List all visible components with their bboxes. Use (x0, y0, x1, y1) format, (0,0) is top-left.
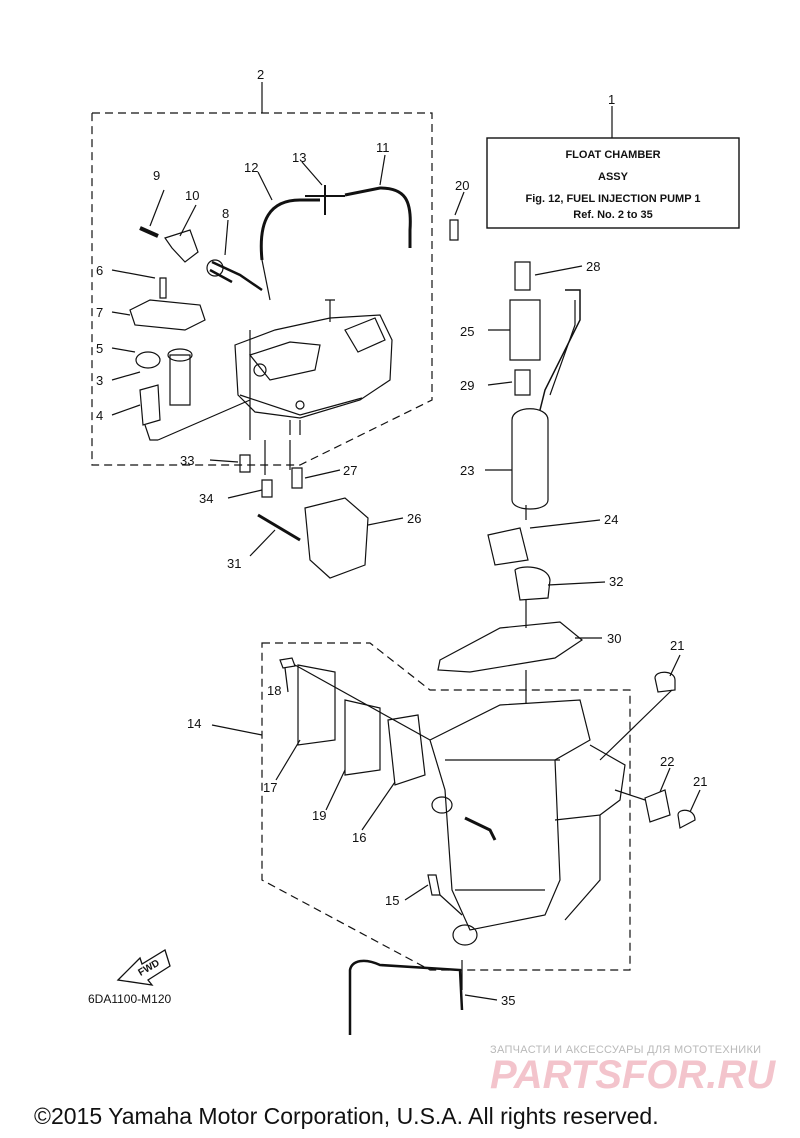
callout-14: 14 (187, 716, 201, 731)
callout-34: 34 (199, 491, 213, 506)
callout-16: 16 (352, 830, 366, 845)
part-21b (677, 809, 696, 829)
callout-23: 23 (460, 463, 474, 478)
callout-12: 12 (244, 160, 258, 175)
callout-7: 7 (96, 305, 103, 320)
callout-24: 24 (604, 512, 618, 527)
part-26 (304, 497, 369, 579)
copyright-notice: ©2015 Yamaha Motor Corporation, U.S.A. A… (34, 1103, 659, 1129)
callout-22: 22 (660, 754, 674, 769)
callout-19: 19 (312, 808, 326, 823)
callout-29: 29 (460, 378, 474, 393)
part-32 (514, 566, 551, 601)
part-6 (159, 277, 167, 299)
part-33 (239, 454, 251, 473)
part-23 (511, 408, 549, 510)
callout-25: 25 (460, 324, 474, 339)
float-chamber-cover (234, 299, 393, 435)
part-21a (654, 671, 676, 693)
callout-13: 13 (292, 150, 306, 165)
part-16 (387, 714, 426, 786)
callout-26: 26 (407, 511, 421, 526)
callout-33: 33 (180, 453, 194, 468)
part-28 (514, 261, 531, 291)
group-box-14 (261, 642, 631, 971)
part-9 (139, 226, 159, 238)
callout-8: 8 (222, 206, 229, 221)
part-35 (348, 959, 464, 1035)
callout-2: 2 (257, 67, 264, 82)
title-line-2: ASSY (598, 171, 629, 183)
part-31 (257, 513, 301, 542)
callout-10: 10 (185, 188, 199, 203)
watermark-logo: PARTSFOR.RU (490, 1053, 776, 1097)
part-15 (427, 874, 441, 896)
callout-18: 18 (267, 683, 281, 698)
callout-32: 32 (609, 574, 623, 589)
title-box (486, 137, 740, 229)
part-34 (261, 479, 273, 498)
part-22 (644, 789, 671, 823)
callout-4: 4 (96, 408, 103, 423)
callout-11: 11 (376, 140, 390, 155)
callout-15: 15 (385, 893, 399, 908)
callout-1: 1 (608, 92, 615, 107)
part-17 (297, 664, 336, 746)
part-27 (291, 467, 303, 489)
part-18 (279, 657, 296, 669)
part-29 (514, 369, 531, 396)
callout-28: 28 (586, 259, 600, 274)
part-4 (139, 384, 161, 426)
callout-3: 3 (96, 373, 103, 388)
callout-20: 20 (455, 178, 469, 193)
part-24 (487, 527, 529, 566)
float-chamber-body (429, 699, 626, 946)
callout-6: 6 (96, 263, 103, 278)
callout-27: 27 (343, 463, 357, 478)
watermark-tagline: ЗАПЧАСТИ И АКСЕССУАРЫ ДЛЯ МОТОТЕХНИКИ (490, 1044, 762, 1056)
callout-30: 30 (607, 631, 621, 646)
part-19 (344, 699, 381, 776)
callout-35: 35 (501, 993, 515, 1008)
fuel-hoses (259, 185, 412, 301)
callout-17: 17 (263, 780, 277, 795)
title-line-1: FLOAT CHAMBER (565, 149, 660, 161)
part-25 (509, 299, 541, 361)
part-20 (449, 219, 459, 241)
group-box-2 (91, 112, 433, 466)
part-7 (129, 299, 206, 331)
title-line-3: Fig. 12, FUEL INJECTION PUMP 1 (525, 193, 700, 205)
part-3 (169, 354, 191, 406)
callout-9: 9 (153, 168, 160, 183)
part-10 (164, 229, 199, 263)
callout-21a: 21 (670, 638, 684, 653)
callout-5: 5 (96, 341, 103, 356)
callout-21b: 21 (693, 774, 707, 789)
part-8 (209, 260, 263, 292)
title-line-4: Ref. No. 2 to 35 (573, 209, 652, 221)
callout-31: 31 (227, 556, 241, 571)
part-30 (437, 621, 584, 673)
diagram-code: 6DA1100-M120 (88, 992, 172, 1006)
fwd-arrow-icon: FWD (116, 949, 171, 986)
